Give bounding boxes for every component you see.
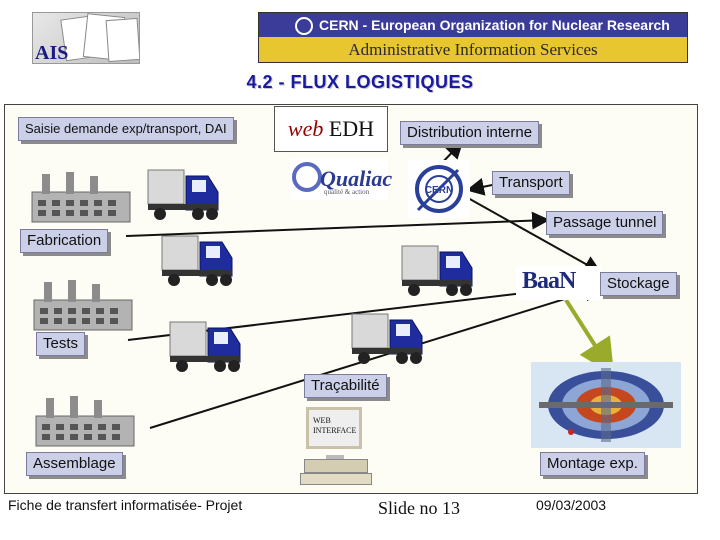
label-saisie-demande: Saisie demande exp/transport, DAI — [18, 117, 234, 141]
footer-slide-number: Slide no 13 — [378, 498, 461, 518]
arrow-stockage-to-montage — [564, 298, 615, 376]
web-edh-edh: EDH — [323, 116, 375, 141]
computer-base — [304, 459, 368, 473]
footer-date: 09/03/2003 — [536, 497, 607, 513]
label-passage-tunnel: Passage tunnel — [546, 211, 664, 235]
factory-icon — [33, 280, 133, 331]
cern-logo-text: CERN — [425, 185, 453, 196]
cern-banner-top: CERN - European Organization for Nuclear… — [259, 13, 687, 37]
truck-icon — [351, 313, 423, 364]
cern-logo: CERN — [408, 160, 470, 218]
truck-icon — [401, 245, 473, 296]
arrow-assemblage-to-stockage — [149, 284, 602, 429]
cern-banner-title: CERN - European Organization for Nuclear… — [319, 17, 670, 33]
label-distribution-interne: Distribution interne — [400, 121, 540, 145]
ais-logo-text: AIS — [35, 42, 69, 64]
factory-icon — [31, 172, 131, 223]
arrow-fabrication-to-passage — [125, 211, 550, 237]
arrow-cern-to-stockage — [467, 197, 602, 273]
label-montage-exp: Montage exp. — [540, 452, 645, 476]
qualiac-logo: Qualiac qualité & action — [290, 158, 392, 200]
truck-icon — [169, 321, 241, 372]
qualiac-wordmark: Qualiac — [320, 166, 393, 191]
qualiac-tagline: qualité & action — [324, 188, 370, 196]
baan-logo: BaaN — [516, 266, 602, 300]
label-tracabilite: Traçabilité — [304, 374, 387, 398]
label-transport: Transport — [492, 171, 570, 195]
label-tests: Tests — [36, 332, 86, 356]
ais-logo: AIS — [32, 12, 140, 64]
truck-icon — [147, 169, 219, 220]
label-stockage: Stockage — [600, 272, 677, 296]
cern-emblem-icon — [295, 17, 313, 35]
label-fabrication: Fabrication — [20, 229, 109, 253]
detector-image — [531, 362, 681, 448]
web-edh-web: web — [287, 116, 324, 141]
computer-stand — [326, 455, 344, 459]
footer-project: Fiche de transfert informatisée- Projet — [8, 497, 243, 513]
qualiac-q-icon — [292, 162, 322, 192]
slide-title: 4.2 - FLUX LOGISTIQUES — [246, 72, 474, 92]
baan-wordmark: BaaN — [522, 268, 576, 294]
cern-banner: CERN - European Organization for Nuclear… — [258, 12, 688, 63]
truck-icon — [161, 235, 233, 286]
factory-icon — [35, 396, 135, 447]
computer-screen-line-2: INTERFACE — [313, 426, 357, 435]
computer-screen: WEB INTERFACE — [306, 407, 362, 449]
computer-icon: WEB INTERFACE — [300, 405, 372, 485]
label-assemblage: Assemblage — [26, 452, 123, 476]
cern-banner-subtitle: Administrative Information Services — [259, 37, 687, 62]
computer-keyboard — [300, 473, 372, 485]
web-edh-logo: web EDH — [274, 106, 388, 152]
computer-screen-line-1: WEB — [313, 416, 331, 425]
